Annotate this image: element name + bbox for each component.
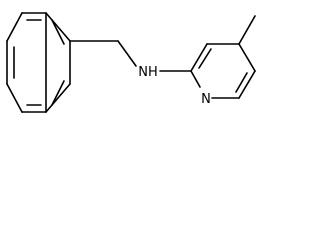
double-bond-inner [235, 72, 248, 93]
bond [45, 12, 71, 42]
bond [45, 83, 71, 113]
bond [117, 40, 137, 67]
bond [190, 43, 208, 72]
pyridine-nitrogen-label: N [201, 92, 211, 107]
methyl-bond [238, 15, 256, 45]
double-bond-inner [198, 48, 212, 69]
amine-label: NH [138, 65, 158, 80]
double-bond-inner [51, 19, 65, 45]
naphthalene-left-ring [6, 12, 47, 113]
pyridine-ring [190, 15, 256, 99]
molecule-structure: NH N [6, 12, 256, 113]
double-bond-inner [51, 80, 65, 106]
bond [238, 70, 256, 99]
linker [69, 40, 192, 72]
bond [190, 70, 201, 88]
bond [6, 12, 23, 42]
bond [6, 83, 23, 113]
bond [238, 43, 256, 72]
naphthalene-right-ring [45, 12, 71, 113]
